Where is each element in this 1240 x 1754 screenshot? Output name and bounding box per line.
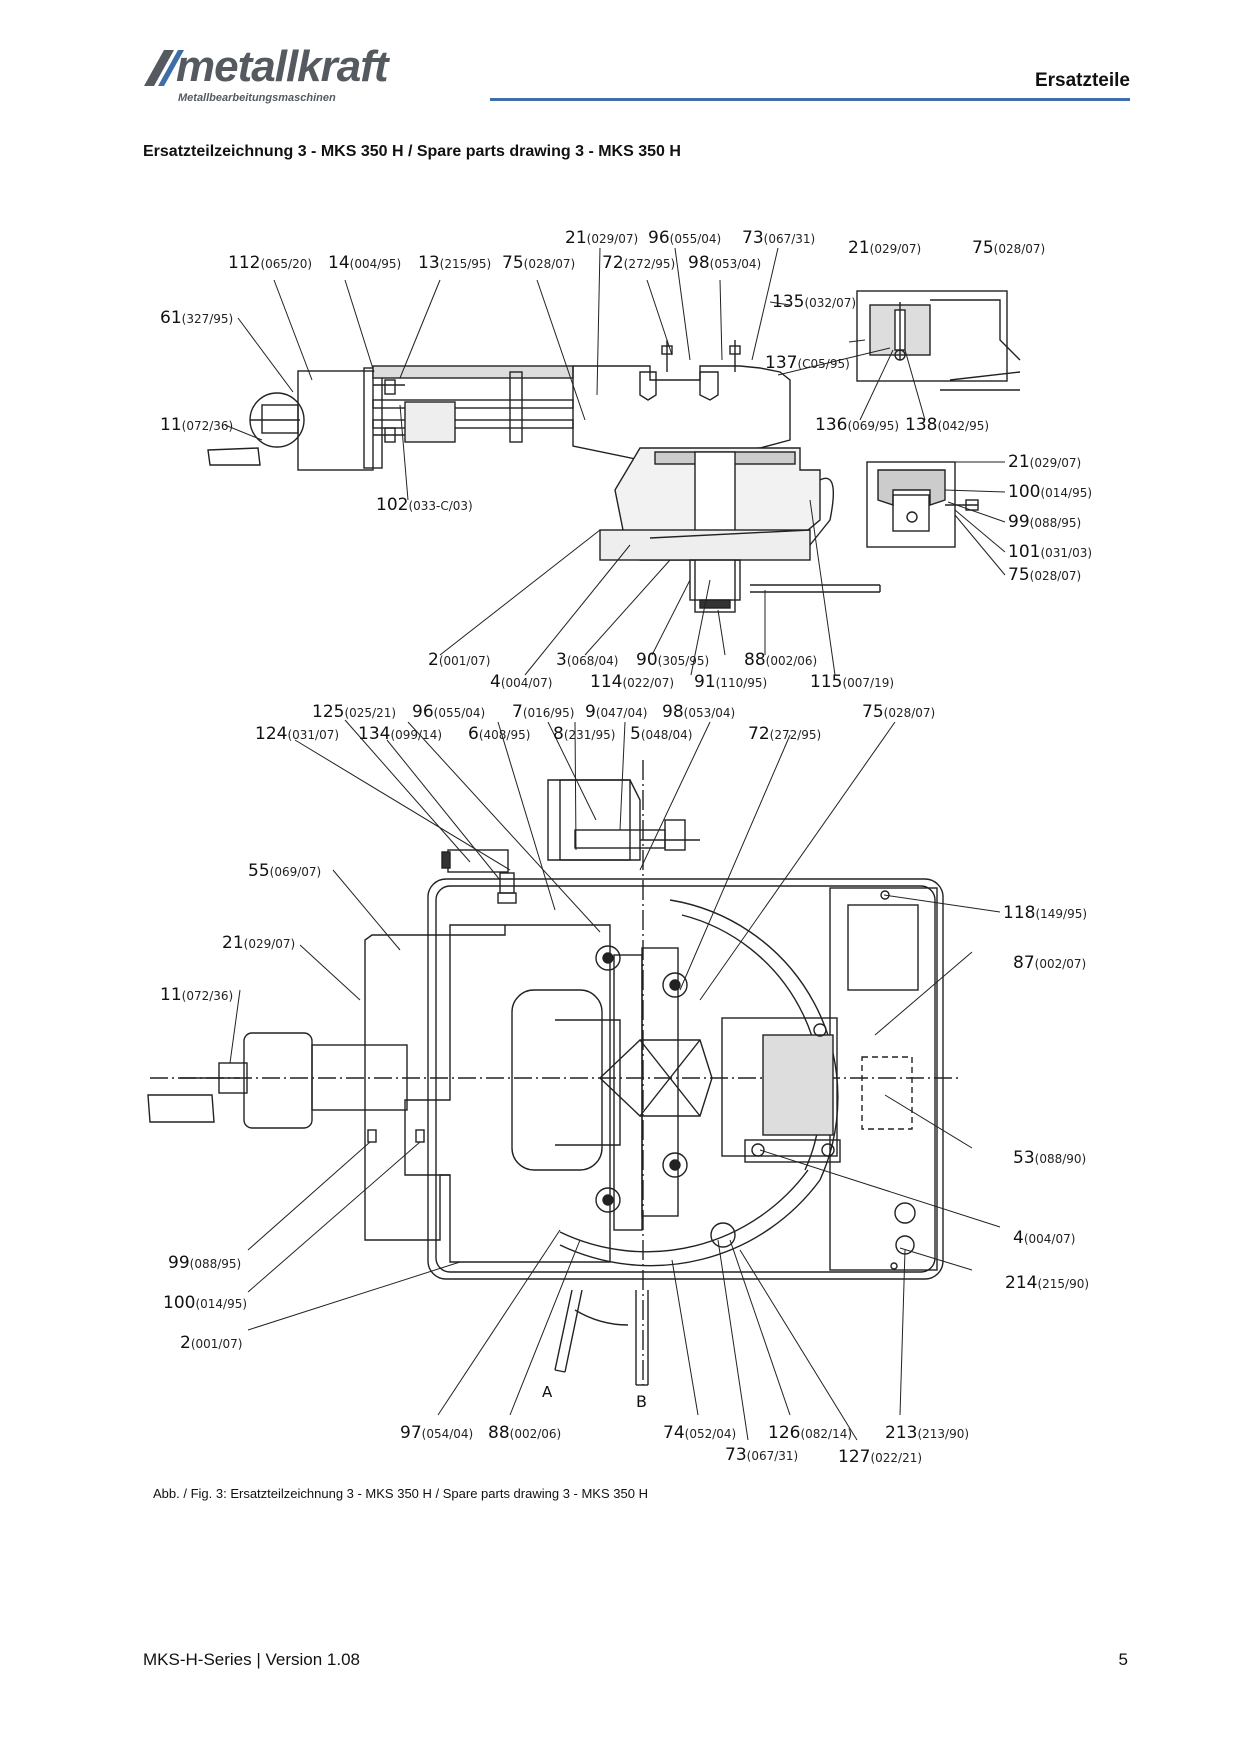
part-label: 13(215/95) <box>418 253 491 273</box>
part-label: 3(068/04) <box>556 650 618 670</box>
leader-lines <box>224 247 1006 1441</box>
part-label: 98(053/04) <box>688 253 761 273</box>
part-label: 21(029/07) <box>1008 452 1081 472</box>
figure-caption: Abb. / Fig. 3: Ersatzteilzeichnung 3 - M… <box>153 1486 648 1501</box>
part-label: 100(014/95) <box>163 1293 247 1313</box>
part-label: 115(007/19) <box>810 672 894 692</box>
page-title: Ersatzteilzeichnung 3 - MKS 350 H / Spar… <box>143 143 681 160</box>
top-side-view <box>207 340 881 613</box>
view-letter-b: B <box>636 1392 647 1411</box>
view-letter-a: A <box>542 1383 553 1401</box>
part-label: 73(067/31) <box>742 228 815 248</box>
part-label: 53(088/90) <box>1013 1148 1086 1168</box>
part-label: 5(048/04) <box>630 724 692 744</box>
header-rule <box>490 98 1130 101</box>
part-label: 6(408/95) <box>468 724 530 744</box>
part-label: 9(047/04) <box>585 702 647 722</box>
part-label: 73(067/31) <box>725 1445 798 1465</box>
part-label: 74(052/04) <box>663 1423 736 1443</box>
bottom-plan-view <box>147 760 960 1386</box>
part-label: 138(042/95) <box>905 415 989 435</box>
part-label: 4(004/07) <box>490 672 552 692</box>
part-label: 96(055/04) <box>648 228 721 248</box>
page-number: 5 <box>1118 1650 1128 1669</box>
part-label: 11(072/36) <box>160 415 233 435</box>
part-label: 98(053/04) <box>662 702 735 722</box>
part-label: 135(032/07) <box>772 292 856 312</box>
part-label: 88(002/06) <box>488 1423 561 1443</box>
part-label: 90(305/95) <box>636 650 709 670</box>
part-label: 137(C05/95) <box>765 353 850 373</box>
part-label: 126(082/14) <box>768 1423 852 1443</box>
part-label: 2(001/07) <box>180 1333 242 1353</box>
part-label: 75(028/07) <box>862 702 935 722</box>
part-label: 55(069/07) <box>248 861 321 881</box>
part-label: 213(213/90) <box>885 1423 969 1443</box>
part-label: 21(029/07) <box>565 228 638 248</box>
part-label: 87(002/07) <box>1013 953 1086 973</box>
metallkraft-logo: metallkraft Metallbearbeitungsmaschinen <box>140 42 460 106</box>
clamp-detail <box>866 461 979 548</box>
part-label: 99(088/95) <box>168 1253 241 1273</box>
page-header: metallkraft Metallbearbeitungsmaschinen … <box>0 0 1240 110</box>
part-label: 101(031/03) <box>1008 542 1092 562</box>
drawing-linework <box>147 247 1021 1441</box>
part-label: 11(072/36) <box>160 985 233 1005</box>
part-label: 72(272/95) <box>602 253 675 273</box>
part-label: 88(002/06) <box>744 650 817 670</box>
part-label: 2(001/07) <box>428 650 490 670</box>
part-label: 91(110/95) <box>694 672 767 692</box>
part-label: 124(031/07) <box>255 724 339 744</box>
logo-subtitle: Metallbearbeitungsmaschinen <box>178 92 336 104</box>
part-label: 127(022/21) <box>838 1447 922 1467</box>
part-label: 61(327/95) <box>160 308 233 328</box>
part-label: 72(272/95) <box>748 724 821 744</box>
part-label: 96(055/04) <box>412 702 485 722</box>
part-label: 97(054/04) <box>400 1423 473 1443</box>
part-label: 125(025/21) <box>312 702 396 722</box>
part-label: 214(215/90) <box>1005 1273 1089 1293</box>
part-label: 112(065/20) <box>228 253 312 273</box>
part-label: 134(099/14) <box>358 724 442 744</box>
section-title: Ersatzteile <box>1034 70 1130 91</box>
part-label: 118(149/95) <box>1003 903 1087 923</box>
part-label: 21(029/07) <box>848 238 921 258</box>
part-label: 99(088/95) <box>1008 512 1081 532</box>
part-label: 75(028/07) <box>502 253 575 273</box>
part-label: 8(231/95) <box>553 724 615 744</box>
logo-mark-icon <box>144 50 184 86</box>
part-label: 136(069/95) <box>815 415 899 435</box>
footer-version: MKS-H-Series | Version 1.08 <box>143 1650 360 1669</box>
part-label: 100(014/95) <box>1008 482 1092 502</box>
part-label: 75(028/07) <box>1008 565 1081 585</box>
part-label: 114(022/07) <box>590 672 674 692</box>
part-label: 4(004/07) <box>1013 1228 1075 1248</box>
part-label: 21(029/07) <box>222 933 295 953</box>
top-right-detail <box>856 290 1021 391</box>
part-label: 7(016/95) <box>512 702 574 722</box>
part-labels: 21(029/07) 96(055/04) 73(067/31) 112(065… <box>160 228 1092 1467</box>
part-label: 102(033-C/03) <box>376 495 473 515</box>
logo-wordmark: metallkraft <box>176 42 389 91</box>
part-label: 14(004/95) <box>328 253 401 273</box>
part-label: 75(028/07) <box>972 238 1045 258</box>
